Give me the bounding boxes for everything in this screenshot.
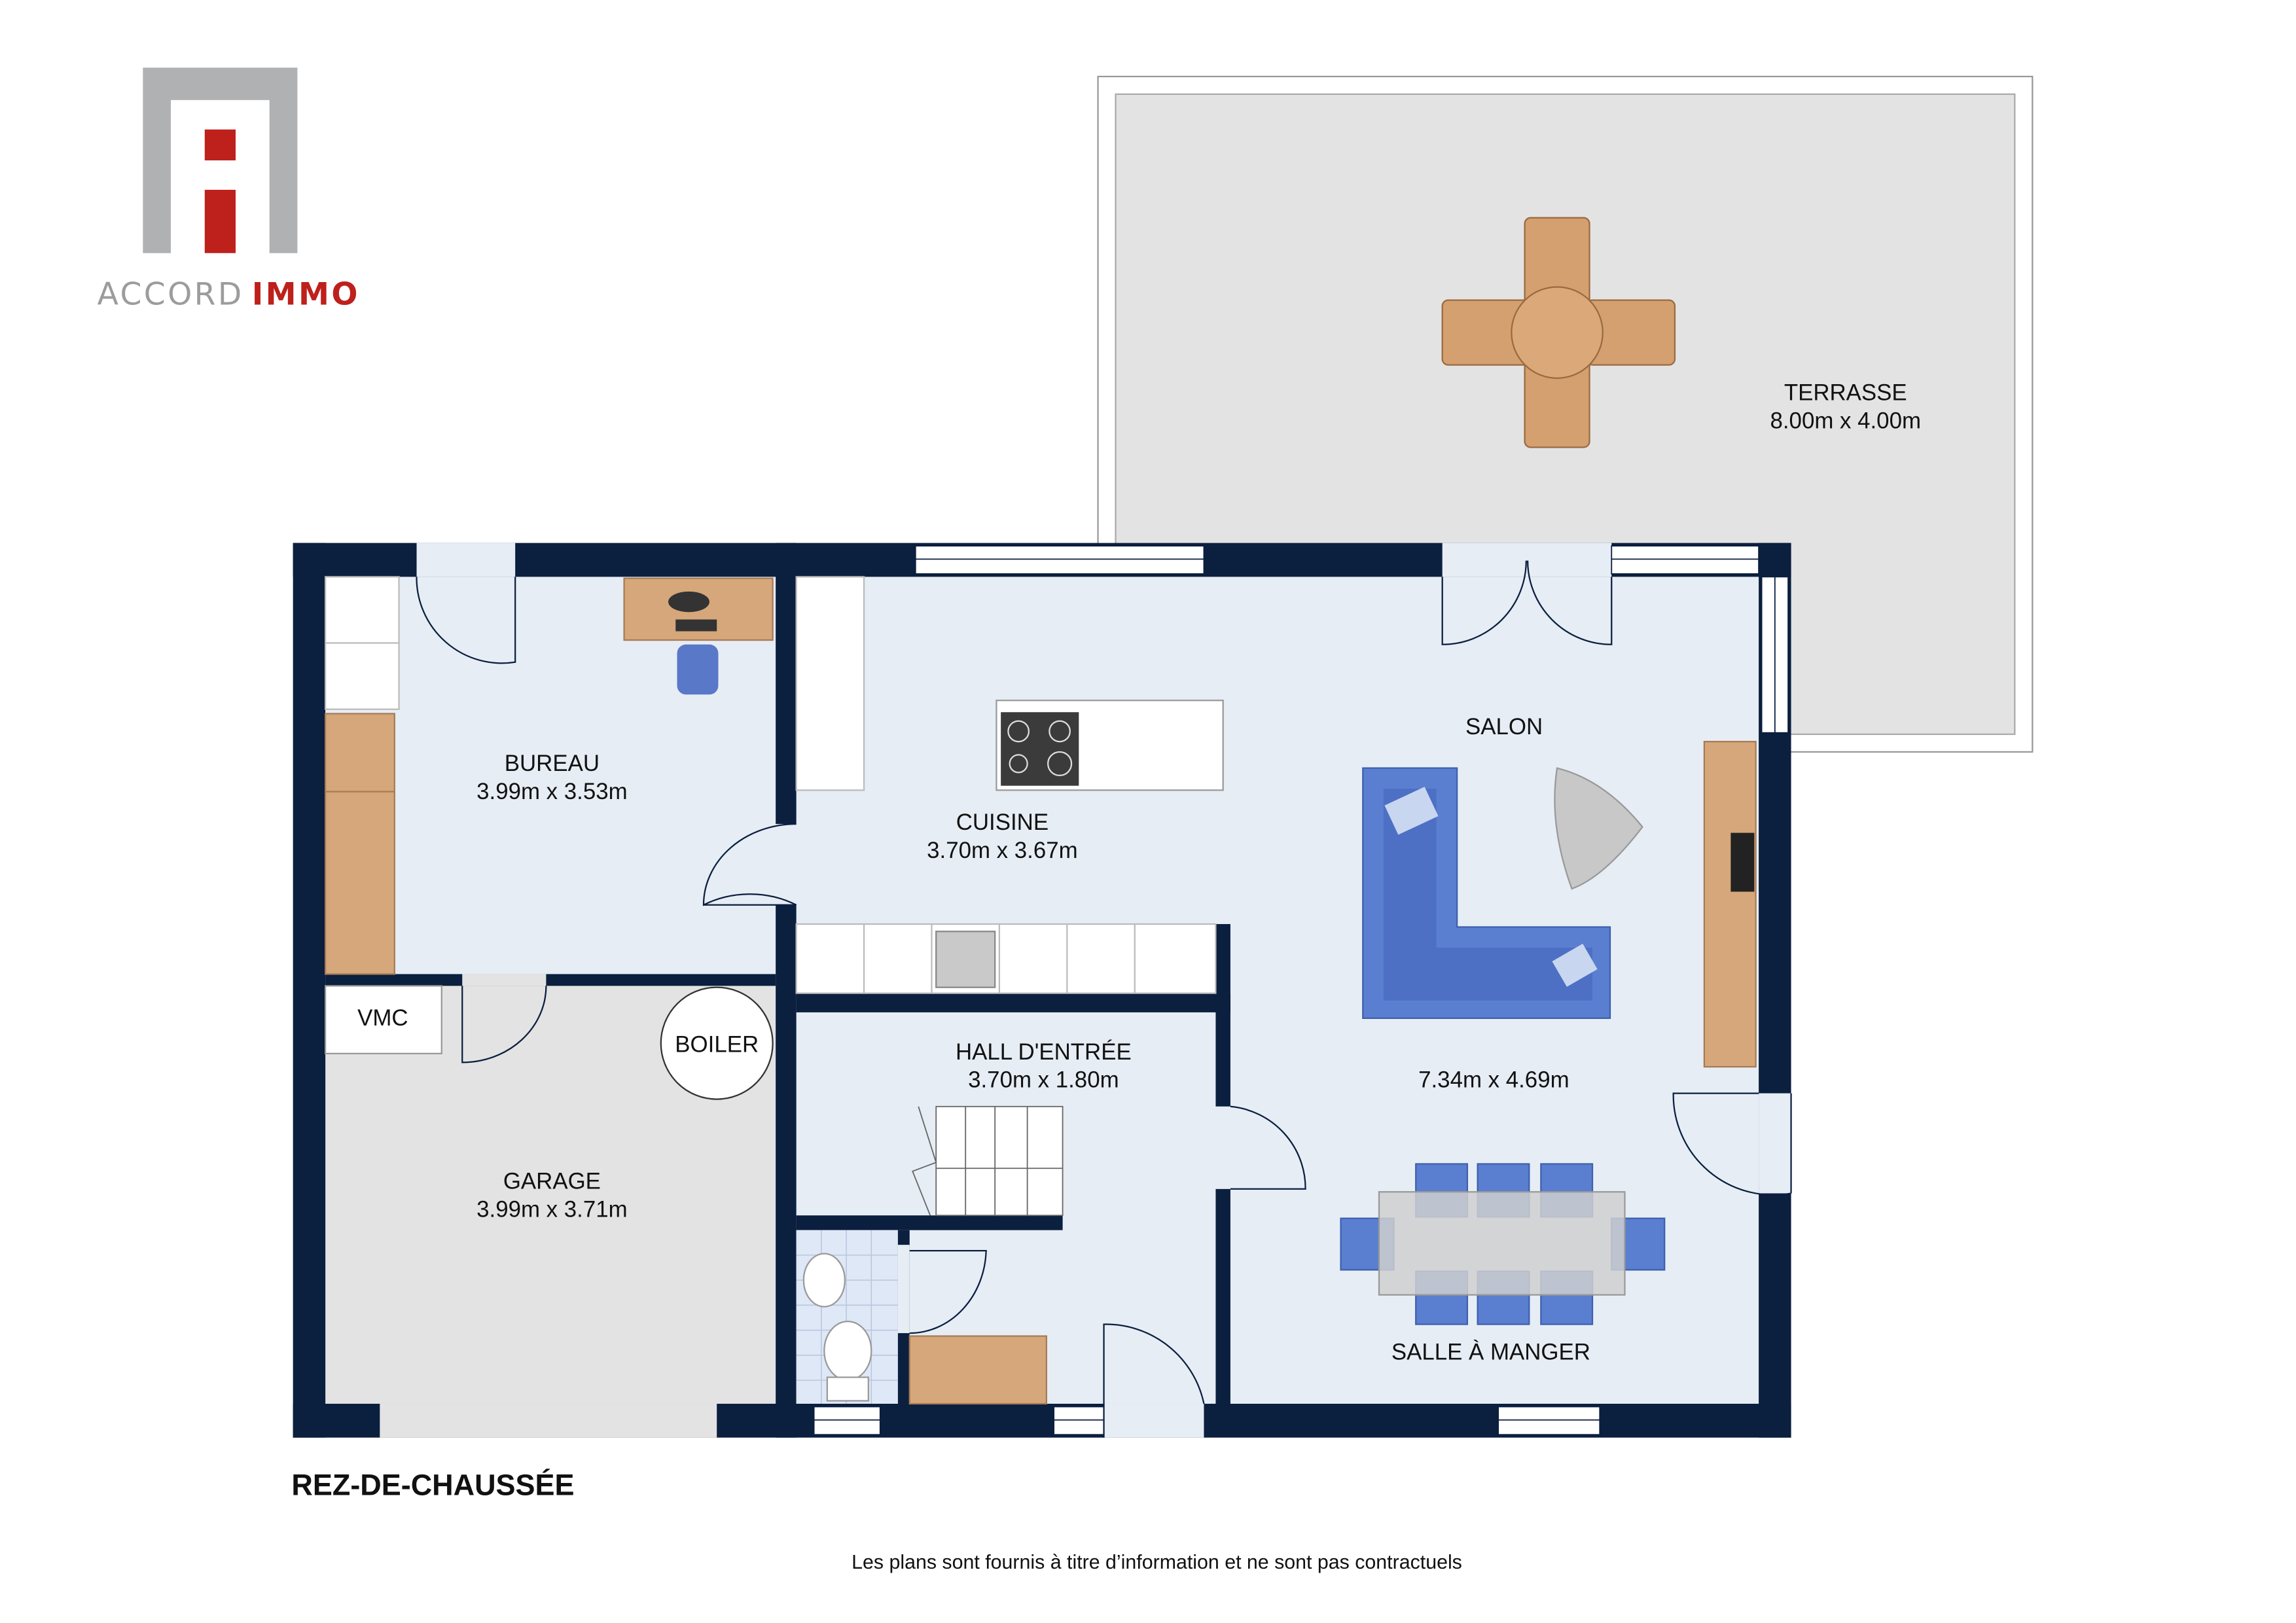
sink-icon [935, 931, 996, 988]
room-name-salon: SALON [1465, 714, 1543, 740]
terrace-table-set [1441, 217, 1676, 448]
staircase [912, 1105, 1064, 1217]
room-name-salle-a-manger: SALLE À MANGER [1391, 1340, 1590, 1365]
salon-furniture [1362, 741, 1757, 1068]
room-dim-cuisine: 3.70m x 3.67m [927, 838, 1077, 863]
toilet-icon [823, 1320, 872, 1382]
boiler-unit [660, 986, 774, 1100]
logo-text-immo: IMMO [252, 276, 360, 312]
vmc-label: VMC [357, 1005, 408, 1031]
kitchen-furniture [795, 576, 1224, 994]
room-dim-salon: 7.34m x 4.69m [1418, 1067, 1569, 1093]
boiler-label: BOILER [675, 1032, 759, 1058]
vmc-unit [325, 985, 442, 1054]
tv-icon [1731, 832, 1755, 892]
room-dim-hall: 3.70m x 1.80m [968, 1067, 1119, 1093]
room-name-garage: GARAGE [503, 1169, 601, 1194]
room-name-hall: HALL D'ENTRÉE [956, 1039, 1132, 1065]
room-name-bureau: BUREAU [505, 751, 600, 776]
washbasin-icon [802, 1253, 846, 1308]
openings [380, 543, 1792, 1438]
hall-cabinet [908, 1335, 1047, 1405]
bureau-furniture [325, 576, 774, 975]
room-name-cuisine: CUISINE [956, 810, 1049, 835]
dining-table-set [1340, 1163, 1666, 1325]
room-dim-bureau: 3.99m x 3.53m [476, 779, 627, 804]
room-dim-garage: 3.99m x 3.71m [476, 1196, 627, 1222]
accord-immo-logo: ACCORD IMMO [98, 67, 360, 312]
logo-text-accord: ACCORD [98, 276, 244, 312]
disclaimer: Les plans sont fournis à titre d’informa… [852, 1552, 1462, 1573]
room-dim-terrasse: 8.00m x 4.00m [1770, 408, 1921, 433]
room-name-terrasse: TERRASSE [1784, 380, 1907, 406]
floor-title: REZ-DE-CHAUSSÉE [291, 1468, 574, 1501]
wc-room [796, 1230, 898, 1404]
